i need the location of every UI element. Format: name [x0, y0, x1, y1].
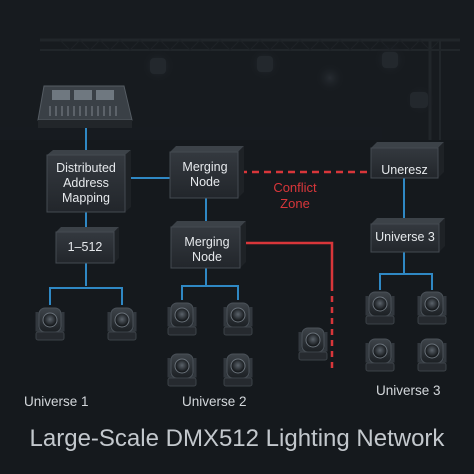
lighting-console-icon: [37, 85, 133, 128]
moving-head-icon: [417, 291, 447, 325]
moving-head-icon: [298, 327, 328, 361]
moving-head-icon: [107, 307, 137, 341]
moving-head-icon: [417, 338, 447, 372]
universe-3-label: Universe 3: [376, 383, 441, 398]
uneresz-label: Uneresz: [381, 163, 428, 177]
universe-3-node-label: Universe 3: [375, 230, 435, 244]
moving-head-icon: [167, 302, 197, 336]
conflict-zone-label: Conflict Zone: [273, 180, 317, 211]
moving-head-icon: [223, 353, 253, 387]
merging-node-mid-box: [170, 221, 246, 269]
moving-head-icon: [223, 302, 253, 336]
diagram-title: Large-Scale DMX512 Lighting Network: [29, 425, 445, 452]
merging-node-top-box: [169, 146, 244, 199]
distributed-mapping-label: Distributed Address Mapping: [56, 161, 116, 205]
distributed-mapping-box: [46, 150, 131, 213]
node-boxes: [46, 142, 445, 269]
universe-3-box: [370, 218, 445, 253]
universe-1-label: Universe 1: [24, 394, 89, 409]
moving-head-icon: [167, 353, 197, 387]
address-range-label: 1–512: [67, 240, 103, 254]
moving-head-icon: [365, 338, 395, 372]
fixtures: [35, 291, 447, 387]
moving-head-icon: [35, 307, 65, 341]
dmx-links: [49, 128, 433, 305]
universe-2-label: Universe 2: [182, 394, 247, 409]
moving-head-icon: [365, 291, 395, 325]
uneresz-box: [370, 142, 444, 179]
conflict-lines: [240, 170, 372, 372]
address-range-box: [55, 227, 119, 264]
merging-node-top-label: Merging Node: [182, 160, 228, 189]
merging-node-mid-label: Merging Node: [184, 235, 230, 264]
